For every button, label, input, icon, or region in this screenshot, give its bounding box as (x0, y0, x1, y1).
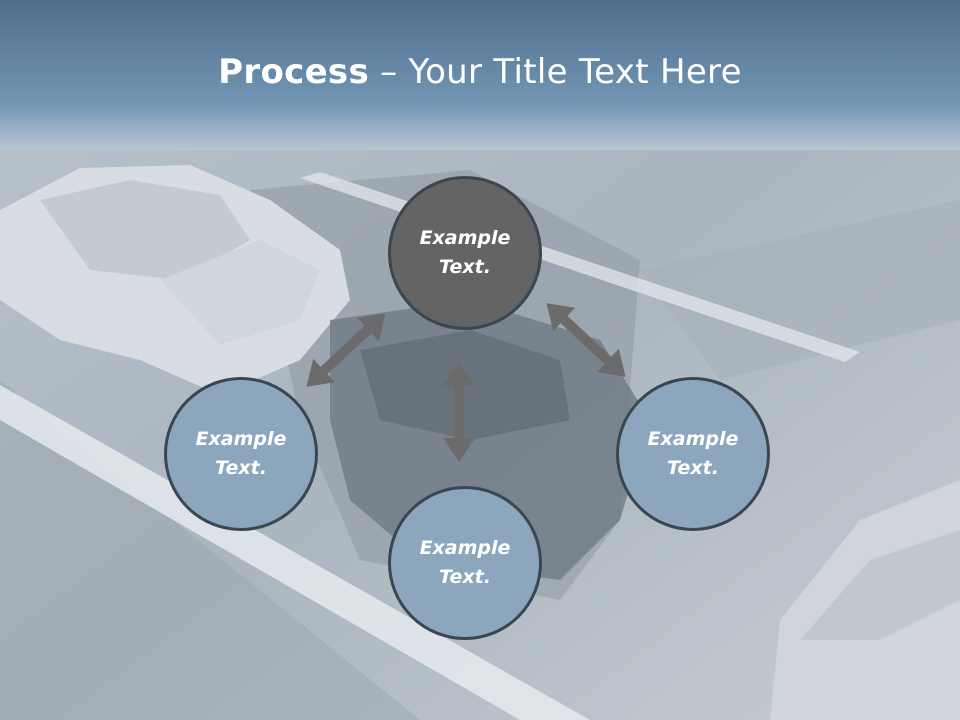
node-bottom-line1: Example (419, 537, 511, 559)
node-left-line2: Text. (215, 457, 267, 479)
double-arrow-left (306, 313, 386, 387)
slide-title: Process – Your Title Text Here (0, 52, 960, 92)
title-bold: Process (218, 52, 370, 92)
double-arrow-vertical (443, 362, 475, 462)
title-rest: – Your Title Text Here (369, 52, 742, 92)
node-top-line1: Example (419, 227, 511, 249)
node-top-line2: Text. (439, 256, 491, 278)
double-arrow-right (546, 303, 626, 377)
node-bottom-line2: Text. (439, 566, 491, 588)
node-left-line1: Example (195, 428, 287, 450)
node-right-line2: Text. (667, 457, 719, 479)
node-right-line1: Example (647, 428, 739, 450)
